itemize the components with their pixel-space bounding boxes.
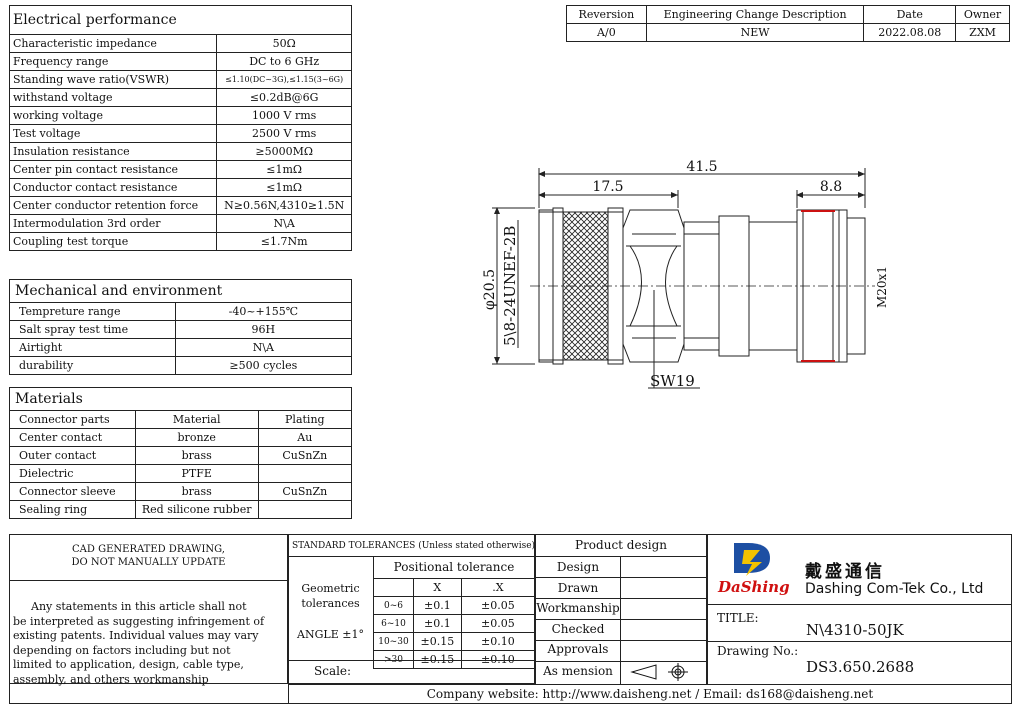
divider (535, 577, 707, 578)
wrench-size-label: SW19 (650, 372, 695, 390)
thread-left-label: 5\8-24UNEF-2B (501, 226, 519, 346)
role-drawn: Drawn (557, 581, 599, 595)
dim-right-label: 8.8 (820, 179, 842, 195)
electrical-title: Electrical performance (9, 5, 352, 35)
tolerances-label: tolerances (301, 597, 360, 610)
std-tolerances: STANDARD TOLERANCES (Unless stated other… (292, 541, 536, 551)
divider (535, 619, 707, 620)
drawing-no-value: DS3.650.2688 (806, 658, 915, 676)
mechanical-title: Mechanical and environment (9, 279, 352, 303)
disclaimer-text: Any statements in this article shall not… (13, 600, 265, 686)
title-value: N\4310-50JK (806, 621, 904, 639)
mechanical-environment-table: Mechanical and environment Tempreture ra… (9, 279, 353, 375)
role-checked: Checked (551, 622, 605, 636)
role-workmanship: Workmanship (536, 601, 620, 615)
scale-label: Scale: (314, 664, 352, 678)
materials-title: Materials (9, 387, 352, 411)
drawing-no-label: Drawing No.: (717, 644, 799, 658)
table-header-row: Reversion Engineering Change Description… (566, 5, 1010, 24)
scale-cell (288, 660, 535, 684)
table-row: >30±0.15±0.10 (373, 650, 536, 669)
company-name-cn: 戴盛通信 (805, 562, 885, 582)
table-row: 6~10±0.1±0.05 (373, 614, 536, 633)
table-row: A/0 NEW 2022.08.08 ZXM (566, 23, 1010, 42)
dim-left-label: 17.5 (592, 179, 623, 195)
title-label: TITLE: (717, 611, 759, 625)
table-row: Insulation resistance≥5000MΩ (8, 142, 352, 161)
table-row: Coupling test torque≤1.7Nm (8, 232, 352, 251)
thread-right-label: M20x1 (875, 266, 889, 308)
company-logo-icon (734, 543, 770, 576)
footer-contact: Company website: http://www.daisheng.net… (426, 687, 874, 701)
electrical-performance-table: Electrical performance Characteristic im… (8, 5, 352, 251)
positional-tolerance-label: Positional tolerance (393, 560, 515, 574)
table-row: durability≥500 cycles (9, 356, 353, 375)
angle-label: ANGLE ±1° (297, 628, 364, 641)
connector-drawing: 41.5 17.5 8.8 φ20.5 5\8-24UNEF-2B M20x1 … (482, 159, 889, 390)
projection-symbol-icon (630, 663, 688, 681)
table-row: Center pin contact resistance≤1mΩ (8, 160, 352, 179)
dim-diameter-label: φ20.5 (482, 269, 498, 310)
tolerance-table: X.X 0~6±0.1±0.05 6~10±0.1±0.05 10~30±0.1… (373, 578, 536, 669)
company-logo-wordmark: DaShing (718, 578, 790, 596)
table-row: withstand voltage≤0.2dB@6G (8, 88, 352, 107)
divider (535, 640, 707, 641)
revision-table: Reversion Engineering Change Description… (566, 5, 1010, 42)
cad-line-1: CAD GENERATED DRAWING, (72, 544, 225, 555)
company-name-en: Dashing Com-Tek Co., Ltd (805, 581, 984, 597)
table-row: 0~6±0.1±0.05 (373, 596, 536, 615)
role-design: Design (556, 560, 600, 574)
table-row: 10~30±0.15±0.10 (373, 632, 536, 651)
product-design-label: Product design (575, 538, 667, 552)
divider (535, 598, 707, 599)
role-as-mension: As mension (543, 664, 613, 678)
divider (535, 661, 707, 662)
footer-cell (288, 684, 1012, 704)
dim-total-label: 41.5 (686, 159, 717, 175)
disclaimer-box (9, 580, 288, 684)
table-row: Standing wave ratio(VSWR)≤1.10(DC~3G),≤1… (8, 70, 352, 89)
table-row: Tempreture range-40~+155℃ (9, 302, 353, 321)
table-row: Conductor contact resistance≤1mΩ (8, 178, 352, 197)
role-approvals: Approvals (547, 642, 609, 656)
cad-line-2: DO NOT MANUALLY UPDATE (71, 557, 226, 568)
geometric-label: Geometric (301, 582, 360, 595)
